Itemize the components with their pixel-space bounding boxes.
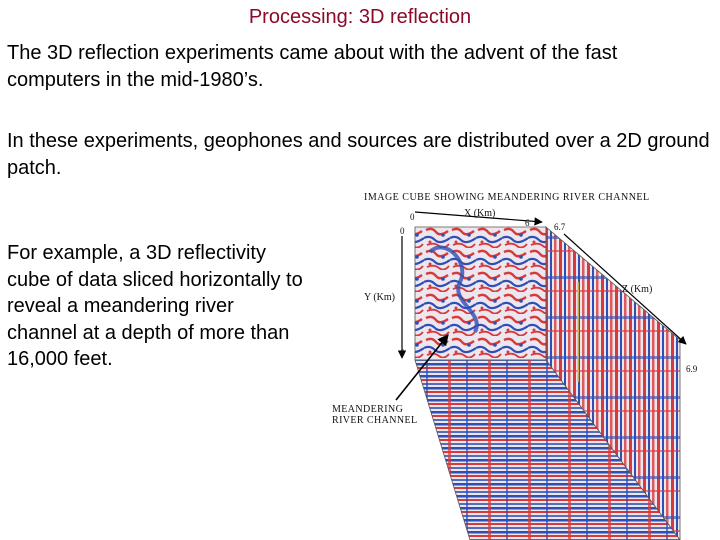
geophones-paragraph: In these experiments, geophones and sour…	[7, 130, 710, 179]
z-start-tick: 6.7	[554, 222, 566, 232]
x-axis-label: X (Km)	[464, 208, 495, 219]
example-paragraph: For example, a 3D reflectivity cube of d…	[7, 242, 303, 370]
intro-paragraph: The 3D reflection experiments came about…	[7, 42, 618, 91]
x-axis-arrow	[414, 211, 543, 226]
y-axis-label: Y (Km)	[364, 292, 395, 303]
z-end-tick: 6.9	[686, 364, 698, 374]
y-start-tick: 0	[400, 226, 405, 236]
cube-side-face	[545, 226, 681, 540]
cube-front-face	[414, 359, 681, 540]
image-cube-figure: IMAGE CUBE SHOWING MEANDERING RIVER CHAN…	[320, 182, 720, 540]
river-channel-arrow	[395, 334, 449, 401]
figure-caption: IMAGE CUBE SHOWING MEANDERING RIVER CHAN…	[364, 192, 650, 203]
river-annotation-line2: RIVER CHANNEL	[332, 415, 417, 426]
z-axis-label: Z (Km)	[622, 284, 652, 295]
z-axis-arrow	[563, 233, 687, 345]
x-end-tick: 6	[525, 218, 530, 228]
x-start-tick: 0	[410, 212, 415, 222]
slide-title: Processing: 3D reflection	[248, 6, 472, 28]
river-channel-trace	[428, 245, 479, 333]
river-annotation-line1: MEANDERING	[332, 404, 403, 415]
y-end-tick: 6	[400, 348, 405, 358]
image-cube-svg: IMAGE CUBE SHOWING MEANDERING RIVER CHAN…	[332, 192, 698, 540]
